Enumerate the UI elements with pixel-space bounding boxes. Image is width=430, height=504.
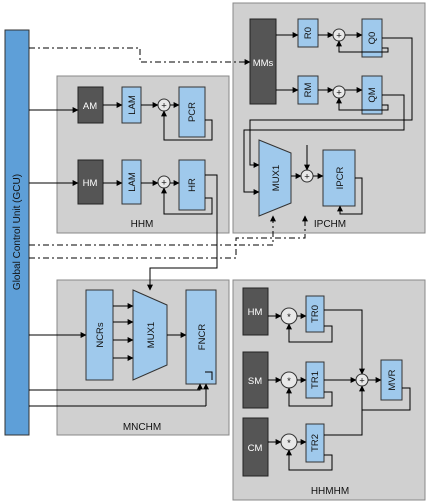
rm-label: RM <box>303 83 314 98</box>
tr1-label: TR1 <box>310 371 321 389</box>
mnchm-label: MNCHM <box>123 422 161 433</box>
ipchm-label: IPCHM <box>314 219 346 230</box>
adder-qm-symbol: + <box>336 88 342 99</box>
hm-hhmhm-label: HM <box>248 307 263 318</box>
global-control-unit: Global Control Unit (GCU) <box>4 29 30 436</box>
ncrs-register <box>85 289 114 381</box>
ipcr-label: IPCR <box>335 167 346 190</box>
mnchm-components: NCRs MUX1 FNCR MNCHM <box>85 289 217 433</box>
multiplier-tr1-symbol: * <box>287 376 291 387</box>
ipchm-components: MMs R0 + Q0 RM + QM MUX1 + IPCR IPCHM <box>249 18 383 230</box>
gcu-label: Global Control Unit (GCU) <box>12 174 23 290</box>
cm-memory <box>242 417 269 477</box>
pcr-register <box>178 86 206 138</box>
q0-label: Q0 <box>367 32 378 45</box>
ipcr-register <box>322 149 356 207</box>
mux1-mnchm-label: MUX1 <box>146 322 157 348</box>
am-memory <box>77 86 104 124</box>
adder-ipcr-symbol: + <box>304 172 310 183</box>
sm-label: SM <box>248 376 262 387</box>
ncrs-label: NCRs <box>95 322 106 348</box>
adder-mvr-symbol: + <box>359 376 365 387</box>
pcr-label: PCR <box>187 102 198 122</box>
adder-q0-symbol: + <box>336 31 342 42</box>
adder-pcr-symbol: + <box>161 101 167 112</box>
adder-hr-symbol: + <box>161 178 167 189</box>
hm-label: HM <box>83 178 98 189</box>
fncr-register <box>185 289 217 385</box>
fncr-label: FNCR <box>197 324 208 351</box>
lam-label-top: LAM <box>127 95 138 115</box>
mux1-mnchm <box>132 289 168 381</box>
hm-memory-hhmhm <box>242 287 269 336</box>
am-label: AM <box>83 101 97 112</box>
multiplier-tr2-symbol: * <box>287 438 291 449</box>
hhm-label: HHM <box>131 219 154 230</box>
r0-label: R0 <box>303 27 314 39</box>
mux1-ipchm-label: MUX1 <box>271 165 282 191</box>
hhmhm-label: HHMHM <box>311 486 349 497</box>
mvr-label: MVR <box>387 369 398 390</box>
multiplier-tr0-symbol: * <box>287 312 291 323</box>
cm-label: CM <box>248 443 263 454</box>
qm-label: QM <box>367 87 378 102</box>
tr2-label: TR2 <box>310 434 321 452</box>
hr-label: HR <box>187 178 198 192</box>
mms-memory <box>249 18 277 105</box>
connections <box>29 32 413 471</box>
lam-label-bottom: LAM <box>127 172 138 192</box>
tr0-label: TR0 <box>310 305 321 323</box>
hhmhm-components: HM SM CM * TR0 * TR1 * TR2 + MVR HHMHM <box>242 287 403 497</box>
hhm-components: AM LAM + PCR HM LAM + HR HHM <box>77 86 206 230</box>
mms-label: MMs <box>253 58 274 69</box>
